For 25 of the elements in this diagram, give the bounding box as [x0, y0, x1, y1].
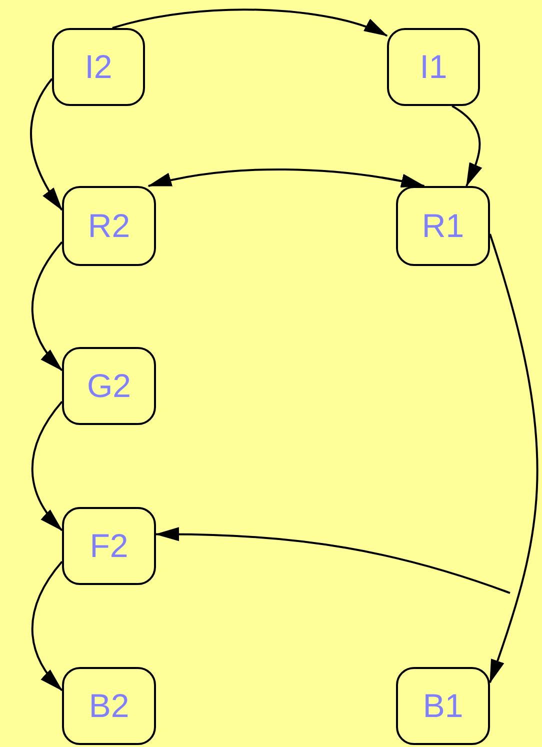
state-box [62, 347, 156, 425]
state-label: R2 [88, 207, 130, 245]
arrow [30, 78, 63, 211]
arrow [31, 241, 63, 372]
state-box [387, 28, 480, 106]
state-label: I2 [84, 48, 112, 86]
arrow [489, 234, 538, 684]
state-label: B2 [88, 687, 130, 725]
state-box [52, 28, 145, 106]
state-label: I1 [420, 48, 448, 86]
arrow [452, 105, 482, 187]
arrow [31, 400, 63, 532]
state-box [62, 667, 156, 745]
state-box [396, 667, 490, 745]
arrow [31, 560, 63, 692]
state-label: G2 [86, 367, 132, 405]
state-box [62, 186, 156, 266]
state-box [62, 507, 156, 585]
arrow [112, 8, 388, 37]
state-box [396, 186, 490, 266]
state-label: B1 [422, 687, 464, 725]
state-label: F2 [90, 527, 128, 565]
arrow [148, 168, 426, 188]
state-label: R1 [422, 207, 464, 245]
arrow [155, 527, 510, 594]
